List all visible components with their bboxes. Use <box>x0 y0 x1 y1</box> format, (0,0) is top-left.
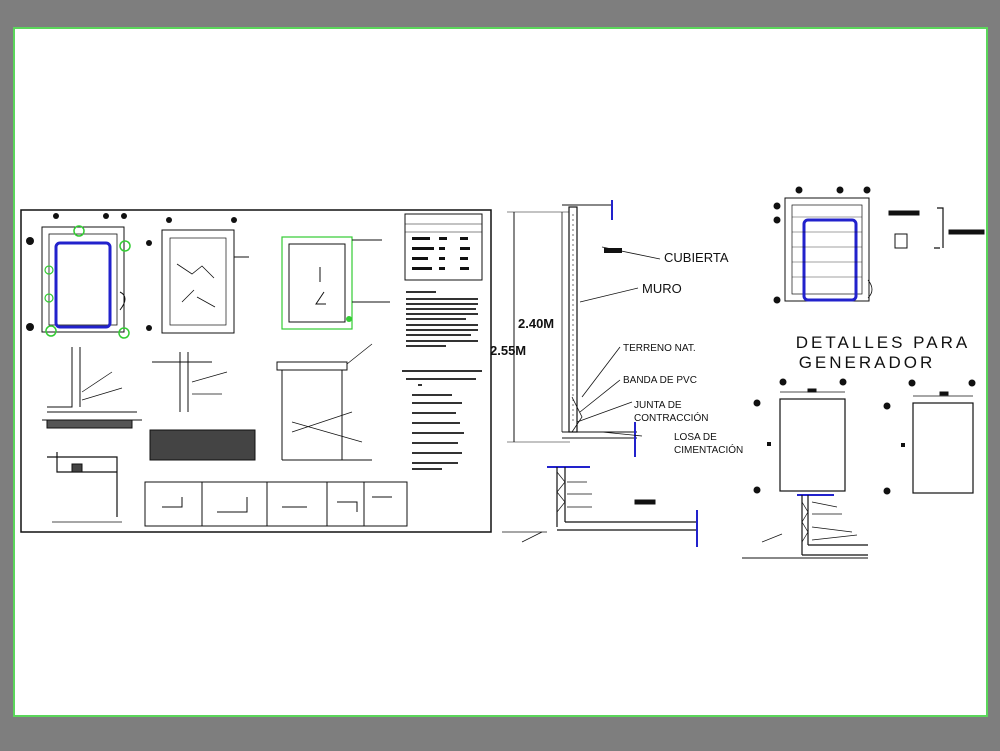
generator-elevations <box>753 378 976 495</box>
cad-drawing: CUBIERTA MURO TERRENO NAT. BANDA DE PVC … <box>20 186 985 559</box>
dimension-outer-height: 2.55M <box>490 343 526 358</box>
wall-section <box>507 200 661 457</box>
general-notes <box>402 291 482 470</box>
label-losa-1: LOSA DE <box>674 432 717 443</box>
generator-plan <box>773 186 985 304</box>
dimension-inner-height: 2.40M <box>518 316 554 331</box>
generator-title-line2: GENERADOR <box>799 353 936 372</box>
plan-view-2 <box>146 217 249 334</box>
label-junta-1: JUNTA DE <box>634 400 682 411</box>
joint-details-strip <box>144 481 408 527</box>
label-muro: MURO <box>642 281 682 296</box>
schedule-table <box>404 213 483 281</box>
label-junta-2: CONTRACCIÓN <box>634 411 708 424</box>
left-detail-sheet <box>20 209 492 533</box>
generator-footing-detail <box>742 494 868 559</box>
generator-title-line1: DETALLES PARA <box>796 333 970 352</box>
corner-detail <box>47 452 122 523</box>
label-banda-pvc: BANDA DE PVC <box>623 375 697 386</box>
label-terreno: TERRENO NAT. <box>623 343 696 354</box>
plan-view-1 <box>26 213 131 339</box>
label-cubierta: CUBIERTA <box>664 250 729 265</box>
label-losa-2: CIMENTACIÓN <box>674 443 743 456</box>
drawing-sheet: CUBIERTA MURO TERRENO NAT. BANDA DE PVC … <box>13 27 988 717</box>
wall-sections-row <box>42 343 373 461</box>
plan-view-3 <box>281 236 390 330</box>
footing-detail <box>502 466 698 547</box>
